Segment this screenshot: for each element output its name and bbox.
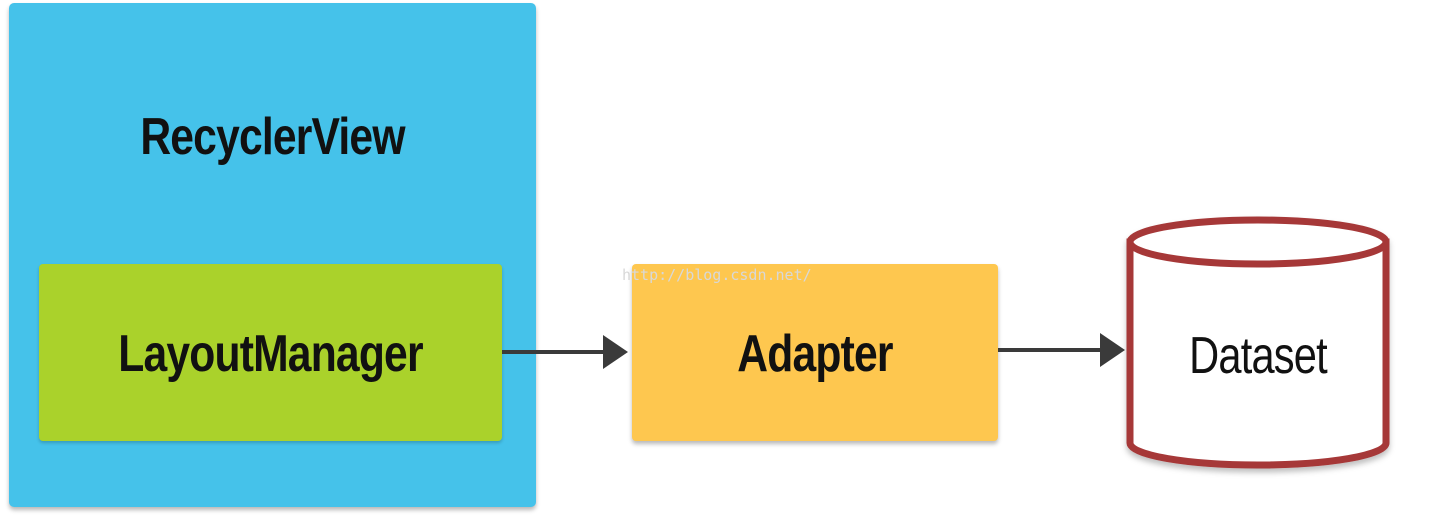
dataset-cylinder-body xyxy=(1126,238,1390,469)
watermark-text: http://blog.csdn.net/ xyxy=(622,266,812,284)
dataset-cylinder xyxy=(1126,216,1390,469)
arrow-adapter-to-dataset-head xyxy=(1100,333,1125,367)
layoutmanager-box: LayoutManager xyxy=(39,264,502,441)
adapter-label: Adapter xyxy=(737,325,893,383)
dataset-cylinder-top xyxy=(1126,216,1390,268)
recyclerview-label: RecyclerView xyxy=(140,108,405,166)
dataset-label: Dataset xyxy=(1189,327,1328,385)
arrow-layoutmanager-to-adapter-head xyxy=(603,335,628,369)
layoutmanager-label: LayoutManager xyxy=(118,325,423,383)
adapter-box: Adapter xyxy=(632,264,998,441)
